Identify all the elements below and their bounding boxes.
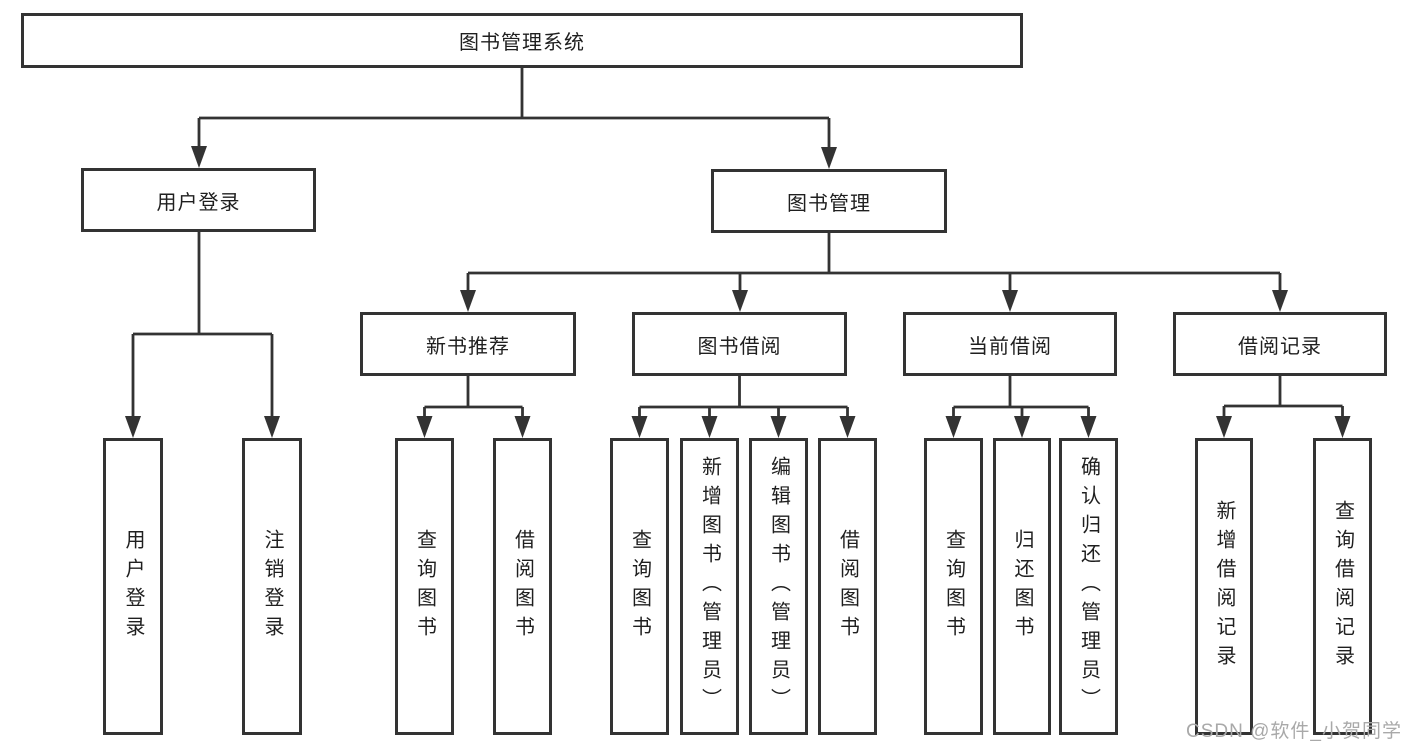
node-user-login-label: 用户登录 [156, 191, 241, 214]
leaf-query-books-recommend: 查询图书 [395, 438, 454, 735]
leaf-edit-book-admin: 编辑图书（管理员） [749, 438, 808, 735]
node-borrowing-records-label: 借阅记录 [1238, 335, 1322, 358]
leaf-borrow-books-recommend: 借阅图书 [493, 438, 552, 735]
leaf-user-login: 用户登录 [103, 438, 163, 735]
leaf-confirm-return-admin: 确认归还（管理员） [1059, 438, 1118, 735]
node-current-borrowing: 当前借阅 [903, 312, 1117, 376]
leaf-query-books-borrowing: 查询图书 [610, 438, 669, 735]
node-new-book-recommend-label: 新书推荐 [426, 335, 510, 358]
node-new-book-recommend: 新书推荐 [360, 312, 576, 376]
leaf-add-borrow-record: 新增借阅记录 [1195, 438, 1253, 735]
leaf-logout: 注销登录 [242, 438, 302, 735]
node-user-login: 用户登录 [81, 168, 316, 232]
node-root-label: 图书管理系统 [459, 32, 585, 54]
node-book-management-label: 图书管理 [787, 192, 871, 215]
leaf-borrow-books-borrowing: 借阅图书 [818, 438, 877, 735]
node-book-borrowing: 图书借阅 [632, 312, 847, 376]
connector-lines [131, 68, 1344, 420]
node-root: 图书管理系统 [21, 13, 1023, 68]
leaf-query-borrow-record: 查询借阅记录 [1313, 438, 1372, 735]
leaf-query-books-current: 查询图书 [924, 438, 983, 735]
csdn-watermark: CSDN @软件_小贺同学 [1186, 721, 1402, 742]
node-current-borrowing-label: 当前借阅 [968, 335, 1052, 358]
arrowheads [125, 146, 1351, 438]
node-book-borrowing-label: 图书借阅 [697, 335, 782, 358]
leaf-return-book: 归还图书 [993, 438, 1051, 735]
node-book-management: 图书管理 [711, 169, 947, 233]
leaf-add-book-admin: 新增图书（管理员） [680, 438, 739, 735]
node-borrowing-records: 借阅记录 [1173, 312, 1387, 376]
